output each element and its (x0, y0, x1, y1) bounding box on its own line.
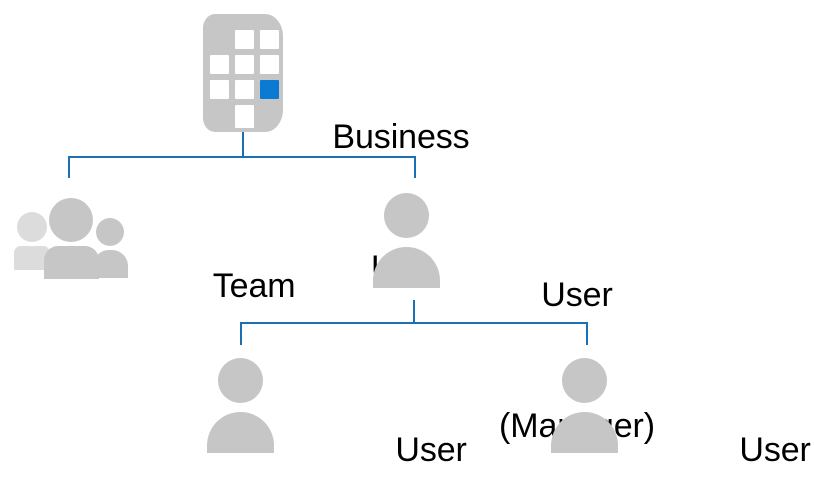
user-right-label-text: User (739, 430, 811, 469)
people-group-icon (14, 198, 132, 280)
user-left-label-text: User (395, 430, 467, 469)
team-member-right-head (96, 218, 124, 246)
connector-stem-root (242, 132, 244, 158)
building-window-accent (260, 80, 279, 99)
team-member-center-head (49, 198, 93, 242)
person-icon-user-right (551, 358, 633, 458)
user-manager-label-line1: User (541, 276, 613, 315)
user-right-label: User (702, 385, 811, 495)
manager-head (384, 193, 429, 238)
business-unit-label-line1: Business (332, 118, 470, 157)
building-icon (203, 14, 283, 132)
building-window (210, 80, 229, 99)
connector-drop-user-left (240, 322, 242, 345)
user-left-body (207, 412, 274, 453)
building-window (260, 55, 279, 74)
connector-bar-level2 (240, 322, 588, 324)
building-window (235, 55, 254, 74)
person-icon-manager (373, 193, 455, 293)
connector-bar-level1 (68, 156, 416, 158)
user-left-label: User (358, 385, 467, 495)
team-label: Team (176, 221, 296, 352)
building-window (210, 55, 229, 74)
team-label-text: Team (212, 266, 296, 305)
team-member-right-body (93, 250, 128, 278)
user-left-head (218, 358, 263, 403)
connector-drop-user-right (586, 322, 588, 345)
building-window (235, 30, 254, 49)
connector-drop-team (68, 156, 70, 178)
team-member-center-body (44, 246, 99, 279)
manager-body (373, 247, 440, 288)
person-icon-user-left (207, 358, 289, 458)
building-window (235, 105, 254, 128)
connector-drop-manager (414, 156, 416, 178)
user-right-body (551, 412, 618, 453)
building-window (260, 30, 279, 49)
connector-stem-manager (413, 300, 415, 324)
user-right-head (562, 358, 607, 403)
building-window (235, 80, 254, 99)
team-member-left-head (17, 212, 47, 242)
